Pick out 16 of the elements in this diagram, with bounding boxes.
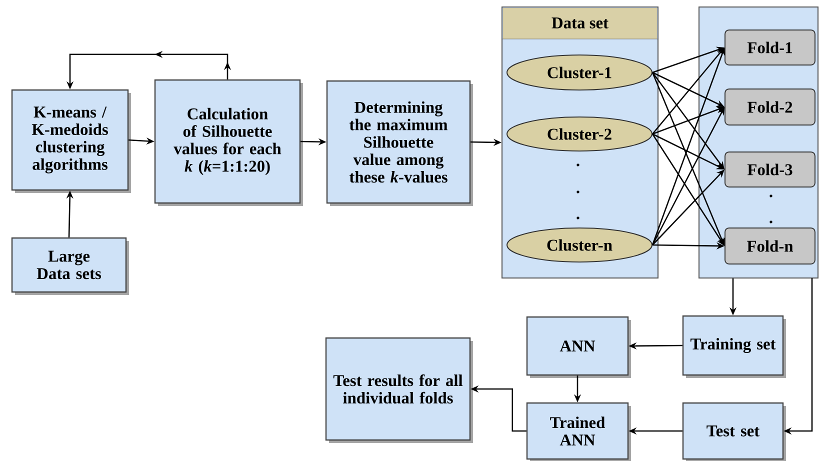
- process-box: Test results for all individual folds: [325, 337, 473, 443]
- fold-box: Fold-3: [724, 152, 816, 188]
- fold-box: Fold-n: [724, 228, 816, 264]
- fold-box: Fold-2: [724, 88, 816, 126]
- fold-box: Fold-1: [724, 30, 816, 66]
- process-box: Calculation of Silhouette values for each k (k=1:1:20): [154, 79, 303, 206]
- process-box: Large Data sets: [11, 237, 129, 295]
- process-box: Trained ANN: [526, 402, 631, 461]
- process-box: ANN: [526, 316, 631, 378]
- dot-label: .: [770, 194, 772, 198]
- process-box: K-means / K-medoids clustering algorithms: [11, 89, 131, 193]
- process-box: Test set: [682, 402, 786, 461]
- process-box: Training set: [682, 315, 786, 378]
- dot-label: .: [770, 220, 772, 224]
- process-box: Determining the maximum Silhouette value among these k-values: [326, 80, 473, 206]
- dot-label: .: [576, 190, 580, 194]
